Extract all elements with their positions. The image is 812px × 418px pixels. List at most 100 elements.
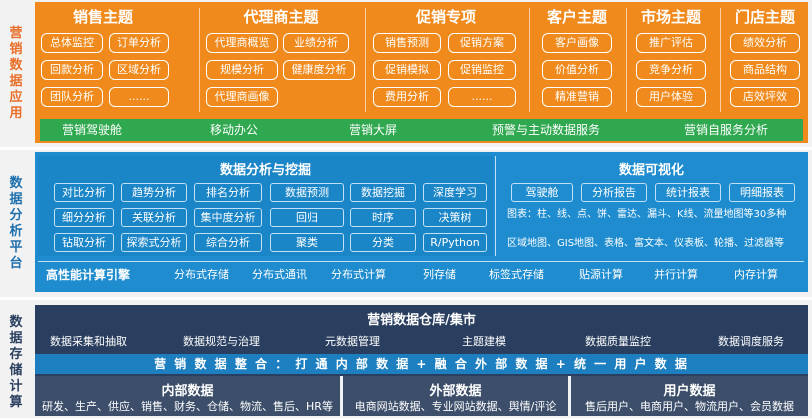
compute-item[interactable]: 内存计算 [734,268,778,281]
source-title: 内部数据 [161,384,214,399]
theme-item[interactable]: ...... [109,87,169,107]
analysis-panel: 数据分析与挖掘 对比分析趋势分析排名分析数据预测数据挖掘深度学习细分分析关联分析… [35,152,808,292]
compute-engine-bar: 高性能计算引擎 分布式存储 分布式通讯 分布式计算 列存储 标签式存储 贴源计算… [38,261,804,288]
theme-title: 代理商主题 [243,8,319,26]
theme-item[interactable]: 团队分析 [41,87,103,107]
mining-item[interactable]: 排名分析 [194,183,262,202]
service-alert[interactable]: 预警与主动数据服务 [492,123,601,137]
theme-item[interactable]: 商品结构 [730,60,800,80]
theme-item[interactable]: 促销方案 [448,33,516,53]
warehouse-item[interactable]: 元数据管理 [325,335,380,348]
mining-item[interactable]: 聚类 [270,233,344,252]
theme-item[interactable]: 代理商画像 [206,87,278,107]
mining-item[interactable]: 综合分析 [194,233,262,252]
theme-item[interactable]: 健康度分析 [283,60,355,80]
vertical-label-text: 营销数据应用 [9,26,23,121]
theme-item[interactable]: 推广评估 [636,33,706,53]
warehouse-title: 营销数据仓库/集市 [367,313,476,328]
theme-item[interactable]: 规模分析 [206,60,278,80]
theme-item[interactable]: 价值分析 [542,60,612,80]
source-title: 用户数据 [663,384,716,399]
theme-customer: 客户主题 客户画像 价值分析 精准营销 [537,2,617,117]
service-self-analysis[interactable]: 营销自服务分析 [684,123,769,137]
mining-item[interactable]: 数据挖掘 [350,183,416,202]
theme-item[interactable]: 业绩分析 [283,33,349,53]
source-items: 电商网站数据、专业网站数据、舆情/评论 [354,400,557,413]
source-external[interactable]: 外部数据 电商网站数据、专业网站数据、舆情/评论 [343,376,568,416]
storage-panel: 营销数据仓库/集市 数据采集和抽取 数据规范与治理 元数据管理 主题建模 数据质… [35,305,808,416]
theme-item[interactable]: ...... [448,87,516,107]
mining-item[interactable]: 钻取分析 [54,233,114,252]
compute-item[interactable]: 贴源计算 [579,268,623,281]
compute-item[interactable]: 列存储 [423,268,456,281]
source-user[interactable]: 用户数据 售后用户、电商用户、物流用户、会员数据 [571,376,808,416]
mining-item[interactable]: 数据预测 [270,183,344,202]
compute-item[interactable]: 分布式存储 [174,268,229,281]
theme-item[interactable]: 店效坪效 [730,87,800,107]
mining-item[interactable]: 细分分析 [54,208,114,227]
vis-item[interactable]: 明细报表 [729,183,795,202]
service-big-screen[interactable]: 营销大屏 [349,123,398,137]
theme-item[interactable]: 订单分析 [109,33,169,53]
compute-item[interactable]: 并行计算 [654,268,698,281]
theme-item[interactable]: 促销监控 [448,60,516,80]
theme-item[interactable]: 绩效分析 [730,33,800,53]
compute-item[interactable]: 分布式通讯 [252,268,307,281]
theme-item[interactable]: 销售预测 [373,33,441,53]
compute-item[interactable]: 标签式存储 [489,268,544,281]
mining-item[interactable]: 分类 [350,233,416,252]
source-title: 外部数据 [429,384,482,399]
application-service-bar: 营销驾驶舱 移动办公 营销大屏 预警与主动数据服务 营销自服务分析 [40,119,803,141]
service-cockpit[interactable]: 营销驾驶舱 [62,123,123,137]
mining-item[interactable]: 集中度分析 [194,208,262,227]
application-panel: 销售主题 总体监控 订单分析 回款分析 区域分析 团队分析 ...... 代理商… [35,2,808,143]
integration-bar: 营 销 数 据 整 合 ： 打 通 内 部 数 据 + 融 合 外 部 数 据 … [35,354,808,374]
theme-item[interactable]: 客户画像 [542,33,612,53]
vertical-label-text: 数据分析平台 [9,176,23,271]
theme-item[interactable]: 竞争分析 [636,60,706,80]
source-items: 研发、生产、供应、销售、财务、仓储、物流、售后、HR等 [42,400,333,413]
theme-title: 门店主题 [734,8,795,26]
warehouse-item[interactable]: 数据采集和抽取 [50,335,127,348]
storage-layer-label: 数据存储计算 [0,315,32,411]
theme-item[interactable]: 费用分析 [373,87,441,107]
theme-item[interactable]: 代理商概览 [206,33,278,53]
service-mobile-office[interactable]: 移动办公 [210,123,259,137]
warehouse-item[interactable]: 主题建模 [462,335,506,348]
source-internal[interactable]: 内部数据 研发、生产、供应、销售、财务、仓储、物流、售后、HR等 [35,376,340,416]
mining-item[interactable]: 关联分析 [121,208,187,227]
mining-item[interactable]: 趋势分析 [121,183,187,202]
storage-layer: 数据存储计算 营销数据仓库/集市 数据采集和抽取 数据规范与治理 元数据管理 主… [0,300,812,418]
visualization-title: 数据可视化 [618,163,684,178]
theme-title: 客户主题 [546,8,607,26]
theme-item[interactable]: 促销模拟 [373,60,441,80]
theme-item[interactable]: 用户体验 [636,87,706,107]
vis-item[interactable]: 分析报告 [581,183,647,202]
warehouse-item[interactable]: 数据规范与治理 [183,335,260,348]
warehouse-item[interactable]: 数据调度服务 [718,335,784,348]
theme-item[interactable]: 区域分析 [109,60,169,80]
mining-item[interactable]: R/Python [423,233,487,252]
mining-item[interactable]: 时序 [350,208,416,227]
visualization-section: 数据可视化 驾驶舱 分析报告 统计报表 明细报表 图表：柱、线、点、饼、雷达、漏… [499,156,804,256]
vis-item[interactable]: 驾驶舱 [511,183,573,202]
mining-item[interactable]: 对比分析 [54,183,114,202]
theme-item[interactable]: 精准营销 [542,87,612,107]
theme-sales: 销售主题 总体监控 订单分析 回款分析 区域分析 团队分析 ...... [35,2,171,117]
analysis-layer: 数据分析平台 数据分析与挖掘 对比分析趋势分析排名分析数据预测数据挖掘深度学习细… [0,150,812,297]
mining-item[interactable]: 探索式分析 [121,233,187,252]
vis-item[interactable]: 统计报表 [655,183,721,202]
mining-section: 数据分析与挖掘 对比分析趋势分析排名分析数据预测数据挖掘深度学习细分分析关联分析… [38,156,493,256]
vis-chart-types: 图表：柱、线、点、饼、雷达、漏斗、K线、流量地图等30多种 [507,209,787,220]
theme-market: 市场主题 推广评估 竞争分析 用户体验 [631,2,711,117]
compute-item[interactable]: 分布式计算 [331,268,386,281]
application-layer: 营销数据应用 销售主题 总体监控 订单分析 回款分析 区域分析 团队分析 ...… [0,0,812,147]
theme-item[interactable]: 回款分析 [41,60,103,80]
mining-item[interactable]: 深度学习 [423,183,487,202]
theme-title: 促销专项 [415,8,476,26]
mining-item[interactable]: 决策树 [423,208,487,227]
mining-item[interactable]: 回归 [270,208,344,227]
warehouse-item[interactable]: 数据质量监控 [585,335,651,348]
theme-promotion: 促销专项 销售预测 促销方案 促销模拟 促销监控 费用分析 ...... [373,2,519,117]
theme-item[interactable]: 总体监控 [41,33,103,53]
